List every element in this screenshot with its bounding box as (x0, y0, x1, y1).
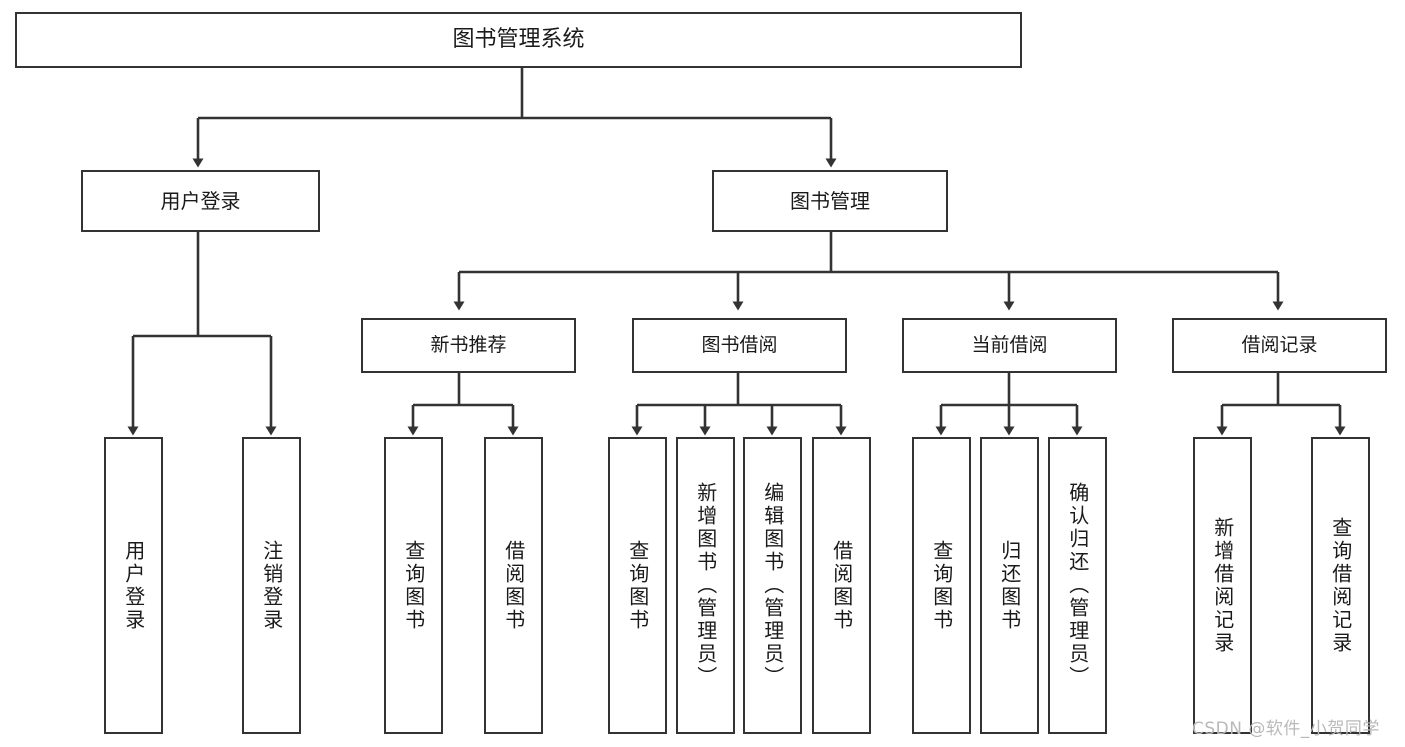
node-leaf-add-book[interactable]: 新增图书（管理员） (676, 437, 735, 734)
node-label: 编辑图书（管理员） (760, 482, 785, 689)
node-label: 查询图书 (625, 539, 650, 632)
node-label: 图书管理 (790, 188, 870, 213)
node-root-book-management-system[interactable]: 图书管理系统 (15, 12, 1022, 68)
node-leaf-query-book-1[interactable]: 查询图书 (384, 437, 443, 734)
node-leaf-query-book-2[interactable]: 查询图书 (608, 437, 667, 734)
node-label: 查询借阅记录 (1328, 516, 1353, 655)
node-current-borrow[interactable]: 当前借阅 (902, 318, 1117, 373)
node-label: 新书推荐 (430, 333, 507, 356)
node-borrow-record[interactable]: 借阅记录 (1172, 318, 1387, 373)
node-label: 查询图书 (401, 539, 426, 632)
node-label: 借阅记录 (1241, 333, 1318, 356)
node-leaf-borrow-book-2[interactable]: 借阅图书 (812, 437, 871, 734)
node-label: 当前借阅 (971, 333, 1048, 356)
node-label: 归还图书 (997, 539, 1022, 632)
node-label: 新增借阅记录 (1210, 516, 1235, 655)
node-label: 查询图书 (929, 539, 954, 632)
node-leaf-query-book-3[interactable]: 查询图书 (912, 437, 971, 734)
node-book-management[interactable]: 图书管理 (712, 170, 948, 232)
node-leaf-query-record[interactable]: 查询借阅记录 (1311, 437, 1370, 734)
node-label: 确认归还（管理员） (1065, 482, 1090, 689)
node-leaf-confirm-return[interactable]: 确认归还（管理员） (1048, 437, 1107, 734)
node-label: 用户登录 (160, 188, 241, 213)
node-leaf-add-record[interactable]: 新增借阅记录 (1193, 437, 1252, 734)
node-book-borrow[interactable]: 图书借阅 (632, 318, 847, 373)
node-label: 借阅图书 (501, 539, 526, 632)
node-label: 图书管理系统 (452, 26, 585, 52)
node-label: 借阅图书 (829, 539, 854, 632)
node-leaf-return-book[interactable]: 归还图书 (980, 437, 1039, 734)
node-label: 用户登录 (121, 539, 146, 632)
node-new-book-recommend[interactable]: 新书推荐 (361, 318, 576, 373)
node-label: 注销登录 (259, 539, 284, 632)
watermark-text: CSDN @软件_小贺同学 (1192, 719, 1380, 739)
node-leaf-user-login[interactable]: 用户登录 (104, 437, 163, 734)
node-user-login[interactable]: 用户登录 (81, 170, 320, 232)
node-label: 新增图书（管理员） (693, 482, 718, 689)
node-leaf-borrow-book-1[interactable]: 借阅图书 (484, 437, 543, 734)
node-leaf-logout[interactable]: 注销登录 (242, 437, 301, 734)
node-label: 图书借阅 (701, 333, 778, 356)
node-leaf-edit-book[interactable]: 编辑图书（管理员） (743, 437, 802, 734)
